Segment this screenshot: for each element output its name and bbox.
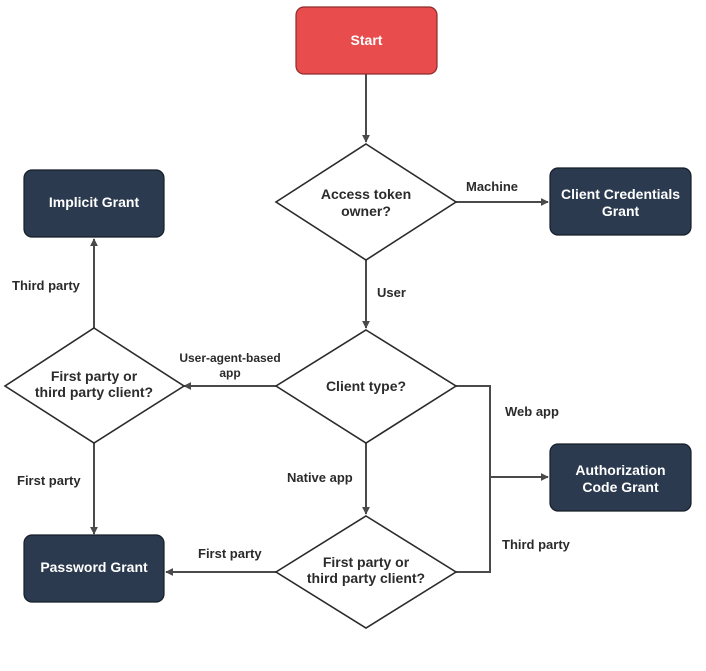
edge-label-first-party-left: First party [17,473,81,488]
authorization-code-label-line2: Code Grant [582,479,659,495]
party-check-left-decision: First party or third party client? [3,327,186,444]
implicit-grant-node: Implicit Grant [23,169,165,238]
edge-label-machine: Machine [466,179,518,194]
edge-label-web-app: Web app [505,404,559,419]
party-check-bottom-line2: third party client? [307,570,425,586]
client-credentials-label-line1: Client Credentials [561,186,680,202]
authorization-code-node: Authorization Code Grant [549,443,692,512]
client-type-diamond [274,329,458,444]
party-check-bottom-line1: First party or [323,554,410,570]
client-credentials-node: Client Credentials Grant [549,167,692,236]
password-grant-label: Password Grant [40,559,148,575]
authorization-code-box [549,443,692,512]
party-check-bottom-decision: First party or third party client? [274,515,458,629]
edge-label-third-party-right: Third party [502,537,571,552]
edge-label-first-party-bottom: First party [198,546,262,561]
password-grant-box [23,534,165,603]
start-node: Start [295,6,438,75]
client-credentials-box [549,167,692,236]
edge-labels: Machine User User-agent-based app Web ap… [12,179,571,561]
access-token-owner-diamond [274,143,458,261]
authorization-code-label-line1: Authorization [575,462,665,478]
access-token-owner-line1: Access token [321,186,411,202]
access-token-owner-line2: owner? [341,203,391,219]
party-check-left-line1: First party or [51,368,138,384]
edge-label-native-app: Native app [287,470,353,485]
connectors [90,74,549,576]
start-label: Start [351,32,383,48]
party-check-left-line2: third party client? [35,384,153,400]
start-box [295,6,438,75]
implicit-grant-label: Implicit Grant [49,194,140,210]
client-credentials-label-line2: Grant [602,203,640,219]
access-token-owner-decision: Access token owner? [274,143,458,261]
edge-label-third-party-left: Third party [12,278,81,293]
implicit-grant-box [23,169,165,238]
client-type-label: Client type? [326,378,406,394]
party-check-bottom-diamond [274,515,458,629]
edge-web-third-party-bracket [456,385,491,573]
edge-label-user-agent-line2: app [219,366,240,380]
party-check-left-diamond [3,327,186,444]
client-type-decision: Client type? [274,329,458,444]
edge-label-user: User [377,285,406,300]
edge-label-user-agent-line1: User-agent-based [179,351,280,365]
password-grant-node: Password Grant [23,534,165,603]
